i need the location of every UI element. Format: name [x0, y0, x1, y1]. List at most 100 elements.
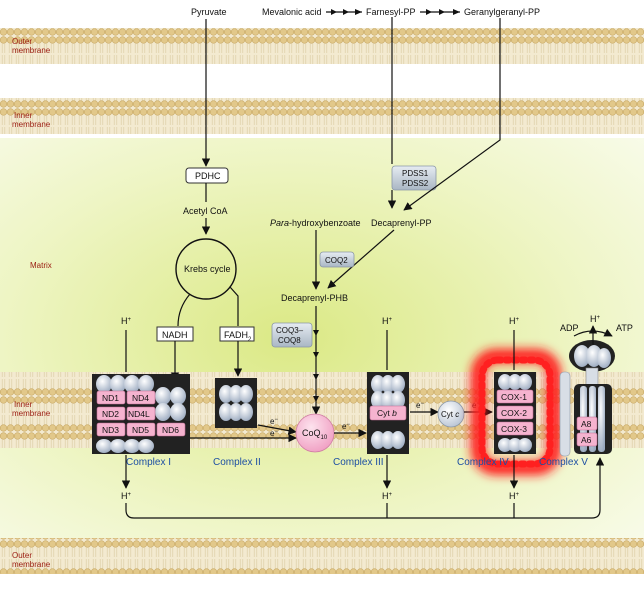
complex-ii-lobes: [219, 385, 253, 421]
nd4l-label: ND4L: [128, 409, 150, 419]
inner-membrane-top: [0, 98, 644, 134]
nd2-box: [96, 406, 126, 421]
krebs-to-nadh-line: [177, 293, 191, 327]
pdss2-label: PDSS2: [402, 179, 429, 188]
cox1-box: [496, 389, 534, 404]
pdhc-label: PDHC: [195, 171, 221, 181]
complex-iv-lobes: [498, 374, 532, 452]
complex-i-h-top: H+: [121, 316, 132, 326]
krebs-cycle-label: Krebs cycle: [184, 264, 231, 274]
outer-membrane-top-label-2: membrane: [12, 46, 51, 55]
coq10-label: CoQ10: [302, 428, 328, 441]
nd5-label: ND5: [132, 425, 149, 435]
complex-ii-electron-label: e−: [270, 417, 278, 426]
nd4-label: ND4: [132, 393, 149, 403]
inner-membrane-mid-label-1: Inner: [14, 400, 33, 409]
inner-membrane-top-label-2: membrane: [12, 120, 51, 129]
coq10-electron-label: e−: [342, 422, 350, 431]
adp-label: ADP: [560, 323, 579, 333]
complex-iii-h-top: H+: [382, 316, 393, 326]
cox3-box: [496, 421, 534, 436]
nd5-box: [126, 422, 156, 437]
complex-iii-h-bottom: H+: [382, 491, 393, 501]
fadh2-box: [219, 326, 255, 342]
inner-membrane-top-label-1: Inner: [14, 111, 33, 120]
mevalonic-acid-label: Mevalonic acid: [262, 7, 322, 17]
krebs-to-fadh2-line: [229, 286, 239, 326]
nd1-label: ND1: [102, 393, 119, 403]
nd6-box: [156, 422, 186, 437]
complex-iv-highlight-dots: [478, 356, 554, 468]
complex-ii-label: Complex II: [213, 457, 261, 468]
complex-iii-label: Complex III: [333, 457, 384, 468]
cyt-c-label: Cyt c: [441, 410, 459, 419]
nd1-box: [96, 390, 126, 405]
coq3-label: COQ3–: [276, 326, 304, 335]
krebs-cycle-circle: [175, 238, 237, 300]
coq2-label: COQ2: [325, 256, 348, 265]
pdss-box: [391, 165, 437, 191]
complex-ii-electron-arrow: [257, 424, 297, 435]
nd3-label: ND3: [102, 425, 119, 435]
cox2-label: COX-2: [501, 408, 527, 418]
para-hydroxybenzoate-label: Para-hydroxybenzoate: [270, 218, 361, 228]
matrix-label: Matrix: [30, 261, 52, 270]
pyruvate-label: Pyruvate: [191, 7, 227, 17]
a8-box: [576, 416, 598, 431]
matrix-region: [0, 138, 644, 538]
complex-iv-label: Complex IV: [457, 457, 509, 468]
outer-membrane-top-label-1: Outer: [12, 37, 32, 46]
coq2-box: [319, 251, 355, 268]
farnesyl-to-geranylgeranyl-arrows: [420, 9, 460, 15]
complex-i-electron-label: e−: [270, 429, 278, 438]
nd2-label: ND2: [102, 409, 119, 419]
inner-membrane-mid-label-2: membrane: [12, 409, 51, 418]
proton-return-loop: [125, 457, 605, 519]
fadh2-label: FADH2: [224, 330, 252, 343]
nadh-label: NADH: [162, 330, 188, 340]
pdhc-box: [185, 167, 229, 184]
complex-v-h-top: H+: [590, 314, 601, 324]
outer-membrane-top: [0, 28, 644, 64]
cox3-label: COX-3: [501, 424, 527, 434]
coq-chain-ticks: [313, 330, 319, 402]
nd4l-box: [126, 406, 156, 421]
outer-membrane-bottom: [0, 538, 644, 574]
a6-label: A6: [581, 435, 592, 445]
pdss1-label: PDSS1: [402, 169, 429, 178]
cyt-b-box: [369, 405, 407, 421]
complex-v-label: Complex V: [539, 457, 588, 468]
nd6-label: ND6: [162, 425, 179, 435]
complex-i-label: Complex I: [126, 457, 171, 468]
complex-iv-h-top: H+: [509, 316, 520, 326]
coq8-label: COQ8: [278, 336, 301, 345]
cyt-c-circle: [437, 400, 465, 428]
complex-i-lobes: [96, 375, 186, 453]
decaprenyl-pp-arrow: [327, 229, 395, 289]
geranylgeranyl-arrow: [403, 18, 501, 211]
complex-iii-electron-label: e−: [416, 401, 424, 410]
a8-label: A8: [581, 419, 592, 429]
cox1-label: COX-1: [501, 392, 527, 402]
atp-label: ATP: [616, 323, 633, 333]
farnesyl-pp-label: Farnesyl-PP: [366, 7, 416, 17]
complex-i-h-bottom: H+: [121, 491, 132, 501]
cox2-box: [496, 405, 534, 420]
coq3-coq8-box: [271, 322, 313, 348]
complex-i-subunits: ND1 ND4 ND2 ND4L ND3 ND5 ND6: [96, 390, 186, 437]
nd3-box: [96, 422, 126, 437]
cyt-b-label: Cyt b: [377, 408, 397, 418]
acetyl-coa-label: Acetyl CoA: [183, 206, 228, 216]
nd4-box: [126, 390, 156, 405]
outer-membrane-bottom-label-1: Outer: [12, 551, 32, 560]
decaprenyl-phb-label: Decaprenyl-PHB: [281, 293, 348, 303]
mevalonate-to-farnesyl-arrows: [326, 9, 362, 15]
decaprenyl-pp-label: Decaprenyl-PP: [371, 218, 432, 228]
complex-iv-h-bottom: H+: [509, 491, 520, 501]
a6-box: [576, 432, 598, 447]
complex-iv-highlight: [471, 349, 561, 475]
complex-iii-lobes: [371, 375, 405, 449]
outer-membrane-bottom-label-2: membrane: [12, 560, 51, 569]
